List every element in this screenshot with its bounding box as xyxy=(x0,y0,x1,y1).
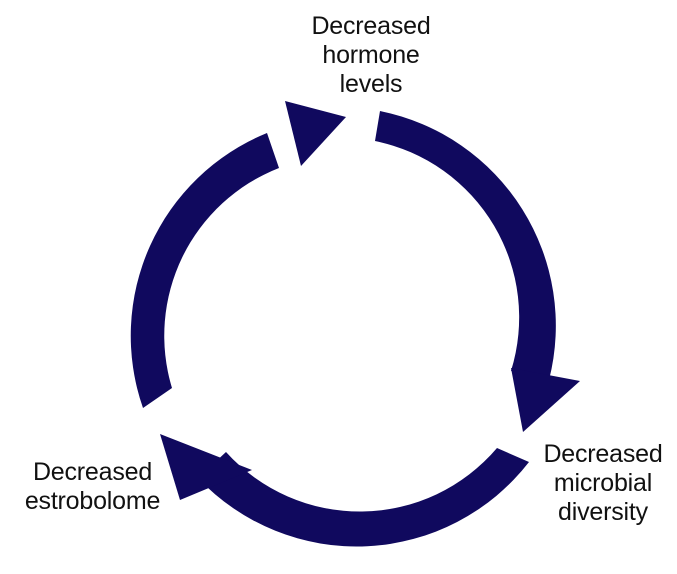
cycle-arrows xyxy=(130,101,580,547)
arrow-top-to-right-head xyxy=(511,368,580,432)
node-label-line: Decreased xyxy=(543,440,663,468)
node-label-line: levels xyxy=(339,70,403,98)
node-label-line: diversity xyxy=(558,498,648,526)
node-label-line: hormone xyxy=(322,41,420,69)
node-label-hormone-levels: Decreased hormone levels xyxy=(276,12,466,99)
node-label-estrobolome: Decreased estrobolome xyxy=(0,458,185,516)
node-label-line: Decreased xyxy=(32,458,153,486)
node-label-line: microbial xyxy=(553,469,653,497)
arrow-left-to-top-shaft xyxy=(130,133,279,408)
node-label-line: Decreased xyxy=(311,12,431,40)
arrow-right-to-left-head xyxy=(160,434,252,500)
arrow-left-to-top-head xyxy=(285,101,346,166)
node-label-microbial-diversity: Decreased microbial diversity xyxy=(518,440,677,527)
node-label-line: estrobolome xyxy=(24,487,161,515)
arrow-right-to-left-shaft xyxy=(198,448,529,547)
arrow-top-to-right-shaft xyxy=(375,111,556,380)
